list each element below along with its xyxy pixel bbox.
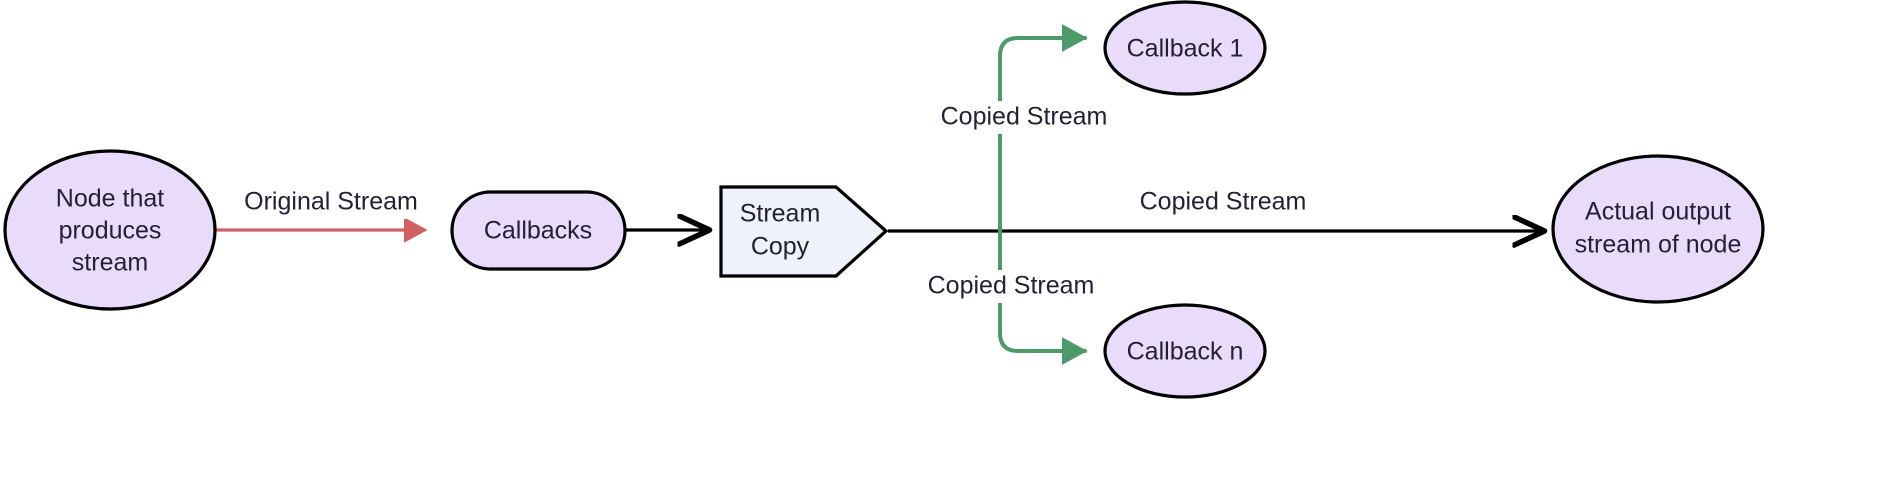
edge-label-copied-stream-top-bg — [941, 101, 1107, 134]
node-producer-shape — [3, 149, 217, 311]
edge-label-copied-stream-top: Copied Stream — [941, 101, 1108, 134]
node-callback-n[interactable]: Callback n — [1103, 303, 1267, 399]
node-callback-n-label: Callback n — [1127, 338, 1244, 366]
node-stream-copy-label-line-1: Stream — [740, 200, 821, 228]
node-callback-1-label: Callback 1 — [1127, 35, 1244, 63]
edge-label-original-stream-bg — [243, 185, 419, 219]
node-producer-label-line-2: produces — [59, 217, 162, 245]
edge-label-copied-stream-main-bg — [1140, 186, 1306, 219]
node-output-label-line-2: stream of node — [1575, 231, 1742, 259]
node-producer-label-line-3: stream — [72, 249, 148, 277]
edge-label-copied-stream-bottom: Copied Stream — [928, 270, 1095, 303]
edge-label-copied-stream-bottom-bg — [928, 270, 1094, 303]
edge-path-copied-stream-callback-1 — [998, 24, 1088, 233]
node-callbacks[interactable]: Callbacks — [450, 190, 627, 271]
node-stream-copy-label-line-2: Copy — [751, 233, 810, 261]
node-producer[interactable]: Node that produces stream — [3, 149, 217, 311]
node-callback-n-shape — [1103, 303, 1267, 399]
node-producer-label-line-1: Node that — [56, 185, 164, 213]
edge-label-original-stream: Original Stream — [243, 185, 419, 219]
edge-path-copied-stream-callback-n — [998, 229, 1088, 365]
node-stream-copy[interactable]: Stream Copy — [719, 185, 889, 278]
edge-streamcopy-to-callback-1 — [998, 24, 1088, 233]
node-callbacks-label: Callbacks — [484, 217, 592, 245]
node-output[interactable]: Actual output stream of node — [1551, 154, 1765, 304]
edge-label-copied-stream-bottom-text: Copied Stream — [928, 272, 1095, 300]
node-stream-copy-shape — [719, 185, 889, 278]
edge-label-original-stream-text: Original Stream — [244, 188, 418, 216]
node-callbacks-shape — [450, 190, 627, 271]
node-output-label-line-1: Actual output — [1585, 198, 1731, 226]
node-callback-1[interactable]: Callback 1 — [1103, 0, 1267, 96]
edge-label-copied-stream-main: Copied Stream — [1140, 186, 1307, 219]
node-output-shape — [1551, 154, 1765, 304]
edge-label-copied-stream-main-text: Copied Stream — [1140, 188, 1307, 216]
node-callback-1-shape — [1103, 0, 1267, 96]
edge-label-copied-stream-top-text: Copied Stream — [941, 103, 1108, 131]
edge-streamcopy-to-callback-n — [998, 229, 1088, 365]
